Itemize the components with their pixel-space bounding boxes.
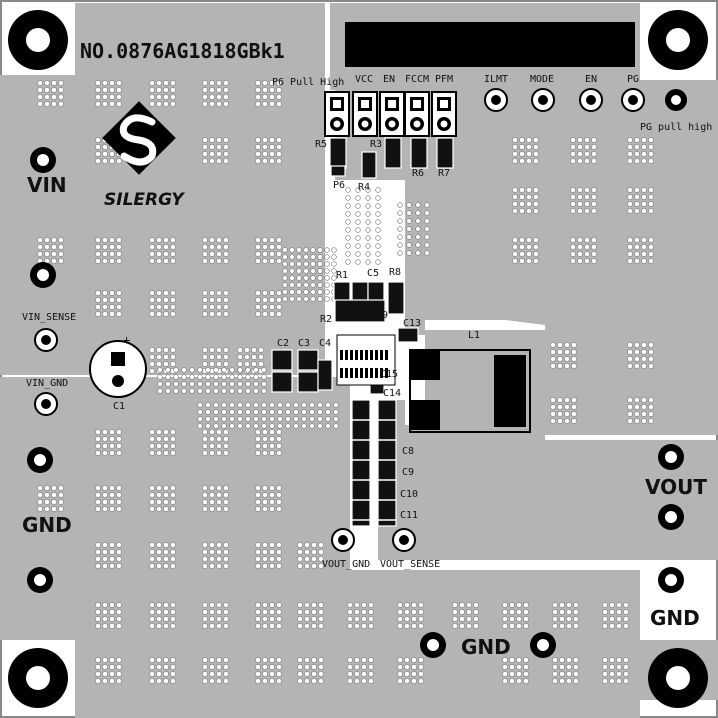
label-gnd-bottom: GND [461,635,511,659]
label-vout: VOUT [645,475,707,499]
testpoint-pg[interactable] [621,88,645,112]
label-fccm: FCCM [405,74,429,85]
label-vout-gnd: VOUT_GND [322,559,370,570]
terminal-gnd-left-1[interactable] [27,447,53,473]
refdes-r6: R6 [412,168,424,179]
label-mode: MODE [530,74,554,85]
probe-testpoints [484,88,687,112]
testpoint-en[interactable] [579,88,603,112]
refdes-r5: R5 [315,139,327,150]
logo-text: SILERGY [104,190,185,210]
terminal-gnd-bottom-2[interactable] [530,632,556,658]
logo-s-icon [119,114,157,166]
refdes-c3: C3 [298,338,310,349]
refdes-c13: C13 [403,318,421,329]
testpoint-mode[interactable] [531,88,555,112]
terminal-gnd-right[interactable] [658,567,684,593]
silergy-logo: SILERGY [102,101,185,210]
refdes-c11: C11 [400,510,418,521]
terminal-vout-1[interactable] [658,444,684,470]
via-grid [37,80,654,684]
refdes-c4: C4 [319,338,331,349]
label-pg: PG [627,74,639,85]
terminal-vin-sense[interactable] [34,328,58,352]
terminal-vin-2[interactable] [30,262,56,288]
terminal-vout-gnd[interactable] [331,528,355,552]
refdes-c14: C14 [383,388,401,399]
terminal-vin-gnd[interactable] [34,392,58,416]
refdes-c5: C5 [367,268,379,279]
refdes-plus: + [123,333,130,347]
mount-hole-tr [648,10,708,70]
label-block [345,22,635,67]
refdes-p6: P6 [333,180,345,191]
refdes-c10: C10 [400,489,418,500]
label-vin: VIN [27,173,67,197]
label-gnd-left: GND [22,513,72,537]
mount-holes [8,10,708,708]
refdes-r7: R7 [438,168,450,179]
refdes-r9: R9 [376,310,388,321]
label-p6-pull-high: P6 Pull High [272,77,344,88]
power-terminals [27,147,684,658]
label-vcc: VCC [355,74,373,85]
mount-hole-br [648,648,708,708]
label-en-probe: EN [585,74,597,85]
label-gnd-right: GND [650,606,700,630]
refdes-r1: R1 [336,270,348,281]
label-en: EN [383,74,395,85]
mount-hole-tl [8,10,68,70]
label-vin-gnd: VIN_GND [26,378,68,389]
gnd-left-plane [0,377,718,718]
gnd-center-plane [378,400,718,560]
refdes-r2: R2 [320,314,332,325]
smd-components [271,137,454,527]
terminal-gnd-left-2[interactable] [27,567,53,593]
label-vin-sense: VIN_SENSE [22,312,76,323]
vout-strip [425,330,545,430]
label-pg-pull-high: PG pull high [640,122,712,133]
testpoint-ilmt[interactable] [484,88,508,112]
refdes-c1: C1 [113,401,125,412]
refdes-c2: C2 [277,338,289,349]
ic-footprint [336,334,396,386]
refdes-r8: R8 [389,267,401,278]
refdes-l1: L1 [468,330,480,341]
refdes-r3: R3 [370,139,382,150]
refdes-c9: C9 [402,467,414,478]
capacitor-c1 [89,340,147,398]
terminal-gnd-bottom-1[interactable] [420,632,446,658]
board-serial: NO.0876AG1818GBk1 [80,39,285,63]
terminal-vin[interactable] [30,147,56,173]
vin-plane [0,3,325,375]
inductor-l1 [409,349,531,433]
label-pfm: PFM [435,74,453,85]
header-pins [324,91,457,137]
mount-hole-bl [8,648,68,708]
testpoint-pg-pull-high[interactable] [665,89,687,111]
label-ilmt: ILMT [484,74,508,85]
label-vout-sense: VOUT_SENSE [380,559,440,570]
terminal-vout-2[interactable] [658,504,684,530]
refdes-r4: R4 [358,182,370,193]
refdes-c8: C8 [402,446,414,457]
terminal-vout-sense[interactable] [392,528,416,552]
refdes-c15: C15 [380,369,398,380]
